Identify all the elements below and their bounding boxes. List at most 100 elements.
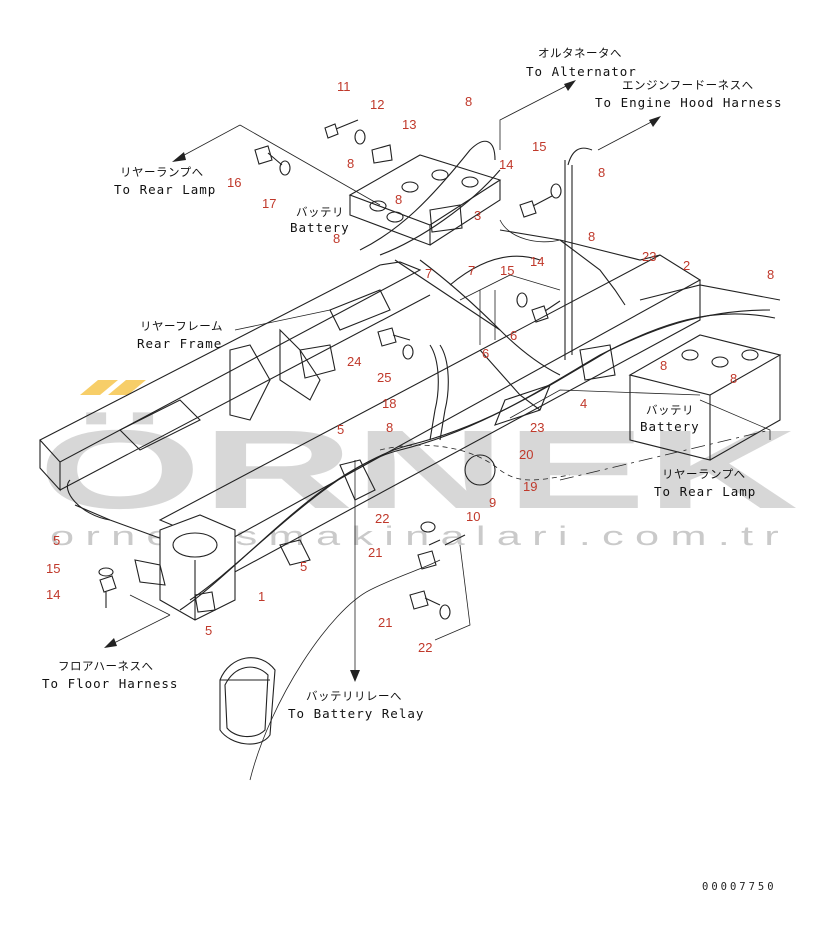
label-floor-harness-jp: フロアハーネスへ — [58, 659, 154, 673]
frame-top-rail — [39, 261, 422, 463]
fasteners — [98, 119, 562, 620]
part-number: 25 — [377, 370, 391, 385]
arrow-icon — [350, 670, 360, 682]
label-engine-hood-en: To Engine Hood Harness — [595, 95, 783, 110]
leader-cable-bottom — [249, 559, 441, 781]
leader-engine-hood — [597, 119, 656, 151]
part-number: 22 — [418, 640, 432, 655]
upper-harness-2 — [379, 169, 501, 256]
bolt-14c-icon — [99, 575, 117, 608]
part-number: 5 — [300, 559, 307, 574]
leader-alternator — [499, 83, 571, 150]
washer-12-icon — [354, 129, 366, 145]
frame-plate-2 — [329, 289, 391, 331]
bolt-14b-icon — [531, 300, 561, 323]
wire-7 — [449, 255, 541, 286]
leader-rear-lamp-arrow — [174, 124, 241, 161]
part-number: 5 — [53, 533, 60, 548]
lower-battery — [628, 334, 782, 461]
part-number: 14 — [499, 157, 513, 172]
part-number: 23 — [530, 420, 544, 435]
leaders — [104, 80, 771, 781]
upper-battery — [348, 154, 502, 246]
label-alternator-jp: オルタネータへ — [538, 46, 622, 60]
label-battery-relay-en: To Battery Relay — [288, 706, 424, 721]
main-harness-2 — [189, 313, 776, 601]
watermark: ÖRNEK ornekismakinalari.com.tr — [38, 380, 798, 551]
part-number: 8 — [588, 229, 595, 244]
connector-4 — [579, 344, 616, 381]
part-number: 8 — [395, 192, 402, 207]
part-number: 8 — [598, 165, 605, 180]
arrow-icon — [172, 152, 186, 162]
part-number: 8 — [386, 420, 393, 435]
clamp-5d — [194, 591, 216, 613]
part-number: 14 — [46, 587, 60, 602]
frame-rail-lower — [59, 294, 431, 491]
upper-harness — [359, 140, 496, 251]
label-battery2-jp: バッテリ — [646, 403, 694, 417]
battery-cable-2 — [439, 344, 449, 441]
part-number: 7 — [468, 263, 475, 278]
wire-19-dashed — [379, 444, 571, 481]
part-number: 15 — [46, 561, 60, 576]
part-number: 22 — [375, 511, 389, 526]
part-number: 19 — [523, 479, 537, 494]
battery-cap-icon — [431, 169, 449, 181]
bolt-21b-icon — [409, 590, 441, 610]
watermark-brand: ÖRNEK — [38, 407, 798, 532]
watermark-accent-icon — [108, 380, 146, 395]
washer-15c-icon — [98, 567, 114, 577]
arrow-icon — [564, 80, 576, 91]
washer-15b-icon — [516, 292, 528, 308]
part-number: 3 — [474, 208, 481, 223]
part-number: 1 — [258, 589, 265, 604]
part-number: 7 — [425, 266, 432, 281]
battery2-side — [709, 355, 781, 461]
leader-rear-lamp-2 — [559, 429, 771, 481]
leader-7 — [459, 274, 561, 301]
label-rear-lamp-en: To Rear Lamp — [114, 182, 216, 197]
rear-frame-drawing — [39, 229, 702, 745]
arrow-icon — [649, 116, 661, 127]
cover-plate — [219, 657, 276, 745]
part-number: 2 — [683, 258, 690, 273]
mount-box — [159, 514, 236, 621]
battery-cable — [429, 344, 439, 441]
part-number: 5 — [337, 422, 344, 437]
leader-22b — [434, 544, 471, 641]
part-number: 24 — [347, 354, 361, 369]
arrow-icon — [104, 638, 117, 648]
part-number: 4 — [580, 396, 587, 411]
washer-25-icon — [402, 344, 414, 360]
label-battery2-en: Battery — [640, 419, 700, 434]
battery-side — [429, 180, 501, 246]
battery-front — [349, 195, 431, 246]
battery2-front — [629, 375, 711, 461]
harness-mid-2 — [394, 259, 501, 331]
wiring-harness — [134, 140, 781, 613]
clamp-5c — [134, 559, 166, 586]
battery2-cap-icon — [681, 349, 699, 361]
battery-cap-icon — [461, 176, 479, 188]
bolt-11-icon — [324, 119, 359, 139]
label-rear-lamp-jp: リヤーランプへ — [120, 165, 204, 179]
leader-23b — [509, 389, 701, 419]
part-number: 8 — [660, 358, 667, 373]
part-number: 6 — [510, 328, 517, 343]
battery2-top — [628, 334, 782, 396]
washer-22b-icon — [439, 604, 451, 620]
mid-harness — [419, 259, 561, 376]
leader-15 — [499, 219, 561, 243]
connector-3 — [429, 204, 463, 233]
part-number: 21 — [368, 545, 382, 560]
part-number: 15 — [500, 263, 514, 278]
bolt-16-icon — [254, 145, 283, 166]
part-number: 13 — [402, 117, 416, 132]
washer-22a-icon — [420, 521, 436, 533]
callout-labels: オルタネータへ To Alternator エンジンフードーネスへ To Eng… — [42, 46, 783, 721]
label-alternator-en: To Alternator — [526, 64, 637, 79]
part-number: 11 — [337, 79, 351, 94]
bolt-14a-icon — [519, 195, 553, 218]
part-number: 8 — [347, 156, 354, 171]
